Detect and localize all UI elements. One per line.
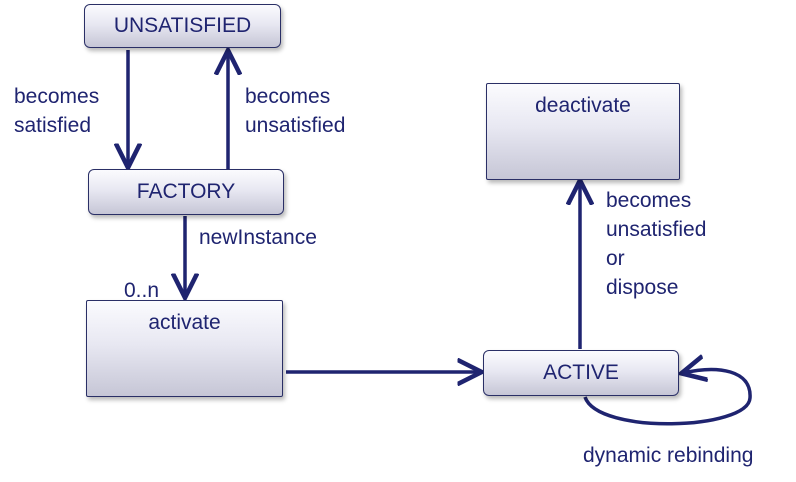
action-activate: activate [86,300,283,397]
label-dynamic-rebinding: dynamic rebinding [583,441,753,470]
label-line: dispose [606,276,679,299]
label-line: unsatisfied [606,218,707,241]
label-line: becomes [245,85,331,108]
action-deactivate: deactivate [486,83,680,180]
label-line: satisfied [14,114,92,137]
label-line: newInstance [199,226,317,249]
label-line: becomes [606,189,692,212]
state-unsatisfied: UNSATISFIED [84,4,281,48]
label-line: or [606,247,625,270]
label-becomes-satisfied: becomes satisfied [14,82,99,140]
label-becomes-unsatisfied: becomes unsatisfied [245,82,345,140]
state-factory-label: FACTORY [136,180,236,203]
arrow-dynamic-rebinding-loop [583,370,752,426]
state-active-label: ACTIVE [543,361,619,384]
label-new-instance: newInstance [199,223,317,252]
label-line: 0..n [124,279,160,302]
action-activate-label: activate [148,311,221,334]
label-multiplicity: 0..n [124,276,159,305]
label-line: becomes [14,85,100,108]
state-active: ACTIVE [483,350,679,396]
label-to-deactivate: becomes unsatisfied or dispose [606,186,706,302]
action-deactivate-label: deactivate [535,94,631,117]
state-factory: FACTORY [88,169,284,215]
state-unsatisfied-label: UNSATISFIED [113,14,252,37]
label-line: unsatisfied [245,114,346,137]
label-line: dynamic rebinding [583,444,754,467]
